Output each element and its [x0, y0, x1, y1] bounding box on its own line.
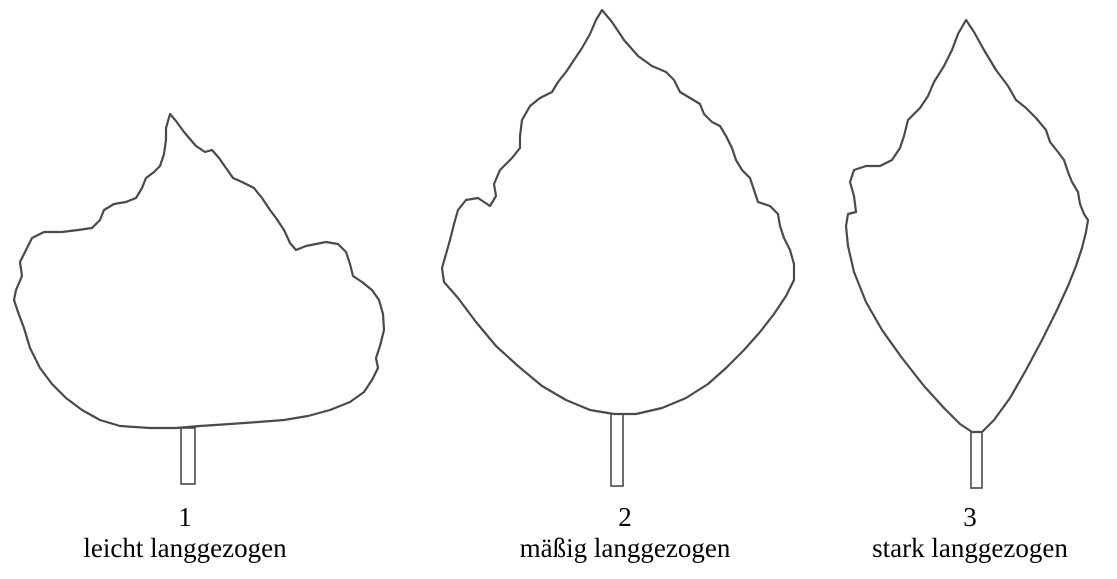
leaf-3-number: 3	[963, 502, 977, 532]
leaf-2-label: mäßig langgezogen	[519, 533, 731, 563]
leaf-1-blade	[12, 112, 386, 430]
leaf-2-blade	[440, 8, 796, 416]
leaf-1-stem	[180, 427, 196, 485]
leaf-2-stem	[610, 413, 624, 487]
leaf-1-caption: 1 leicht langgezogen	[30, 502, 340, 564]
leaf-moderately-elongated-icon	[440, 8, 796, 487]
leaf-3-blade	[844, 18, 1090, 434]
leaf-slightly-elongated-icon	[12, 112, 386, 485]
leaf-1-label: leicht langgezogen	[83, 533, 287, 563]
leaf-1-number: 1	[178, 502, 192, 532]
leaf-2-number: 2	[618, 502, 632, 532]
leaf-2-caption: 2 mäßig langgezogen	[470, 502, 780, 564]
leaf-strongly-elongated-icon	[844, 18, 1090, 489]
leaf-3-label: stark langgezogen	[872, 533, 1068, 563]
leaf-3-stem	[970, 431, 983, 489]
leaf-3-caption: 3 stark langgezogen	[830, 502, 1110, 564]
